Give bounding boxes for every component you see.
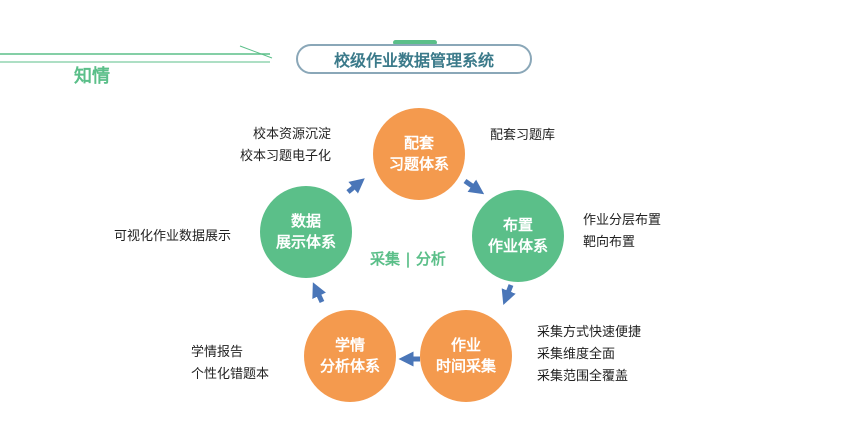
notes-display: 可视化作业数据展示 bbox=[114, 226, 231, 248]
node-label-line2: 分析体系 bbox=[319, 357, 380, 375]
page-title: 校级作业数据管理系统 bbox=[296, 44, 532, 74]
note-item: 可视化作业数据展示 bbox=[114, 229, 232, 244]
note-item: 个性化错题本 bbox=[191, 367, 270, 382]
note-item: 配套习题库 bbox=[490, 128, 556, 143]
section-label: 知情 bbox=[74, 66, 110, 87]
node-assign-homework-system: 布置 作业体系 bbox=[472, 190, 564, 282]
node-data-display-system: 数据 展示体系 bbox=[260, 186, 352, 278]
header-decor-lines bbox=[0, 45, 273, 63]
notes-analyze: 学情报告 个性化错题本 bbox=[191, 342, 269, 386]
note-item: 采集方式快速便捷 bbox=[537, 325, 642, 340]
node-learning-analysis-system: 学情 分析体系 bbox=[304, 310, 396, 402]
page-title-text: 校级作业数据管理系统 bbox=[333, 51, 494, 70]
notes-precipitate: 校本资源沉淀 校本习题电子化 bbox=[240, 124, 331, 168]
notes-match: 配套习题库 bbox=[490, 125, 555, 147]
arrow-match-to-assign bbox=[463, 178, 485, 195]
node-label-line1: 学情 bbox=[334, 336, 365, 354]
node-label-line2: 时间采集 bbox=[435, 357, 496, 375]
node-match-exercise-system: 配套 习题体系 bbox=[373, 108, 465, 200]
note-item: 作业分层布置 bbox=[583, 213, 662, 228]
notes-collect: 采集方式快速便捷 采集维度全面 采集范围全覆盖 bbox=[537, 322, 641, 388]
note-item: 采集维度全面 bbox=[537, 347, 616, 362]
node-homework-time-collection: 作业 时间采集 bbox=[420, 310, 512, 402]
notes-assign: 作业分层布置 靶向布置 bbox=[583, 210, 661, 254]
arrow-assign-to-collect bbox=[501, 284, 516, 306]
node-label-line2: 展示体系 bbox=[275, 233, 336, 251]
node-label-line1: 配套 bbox=[403, 134, 434, 152]
note-item: 靶向布置 bbox=[583, 235, 636, 250]
arrow-display-to-match bbox=[346, 178, 365, 194]
note-item: 校本习题电子化 bbox=[240, 149, 332, 164]
note-item: 校本资源沉淀 bbox=[253, 127, 332, 142]
node-label-line1: 数据 bbox=[290, 212, 321, 230]
note-item: 采集范围全覆盖 bbox=[537, 369, 629, 384]
note-item: 学情报告 bbox=[191, 345, 244, 360]
node-label-line2: 习题体系 bbox=[388, 155, 449, 173]
center-label: 采集 | 分析 bbox=[370, 250, 446, 268]
title-tab bbox=[393, 40, 437, 45]
node-label-line2: 作业体系 bbox=[487, 237, 548, 255]
arrow-analyze-to-display bbox=[312, 282, 326, 304]
node-label-line1: 作业 bbox=[450, 336, 481, 354]
node-label-line1: 布置 bbox=[502, 216, 533, 234]
